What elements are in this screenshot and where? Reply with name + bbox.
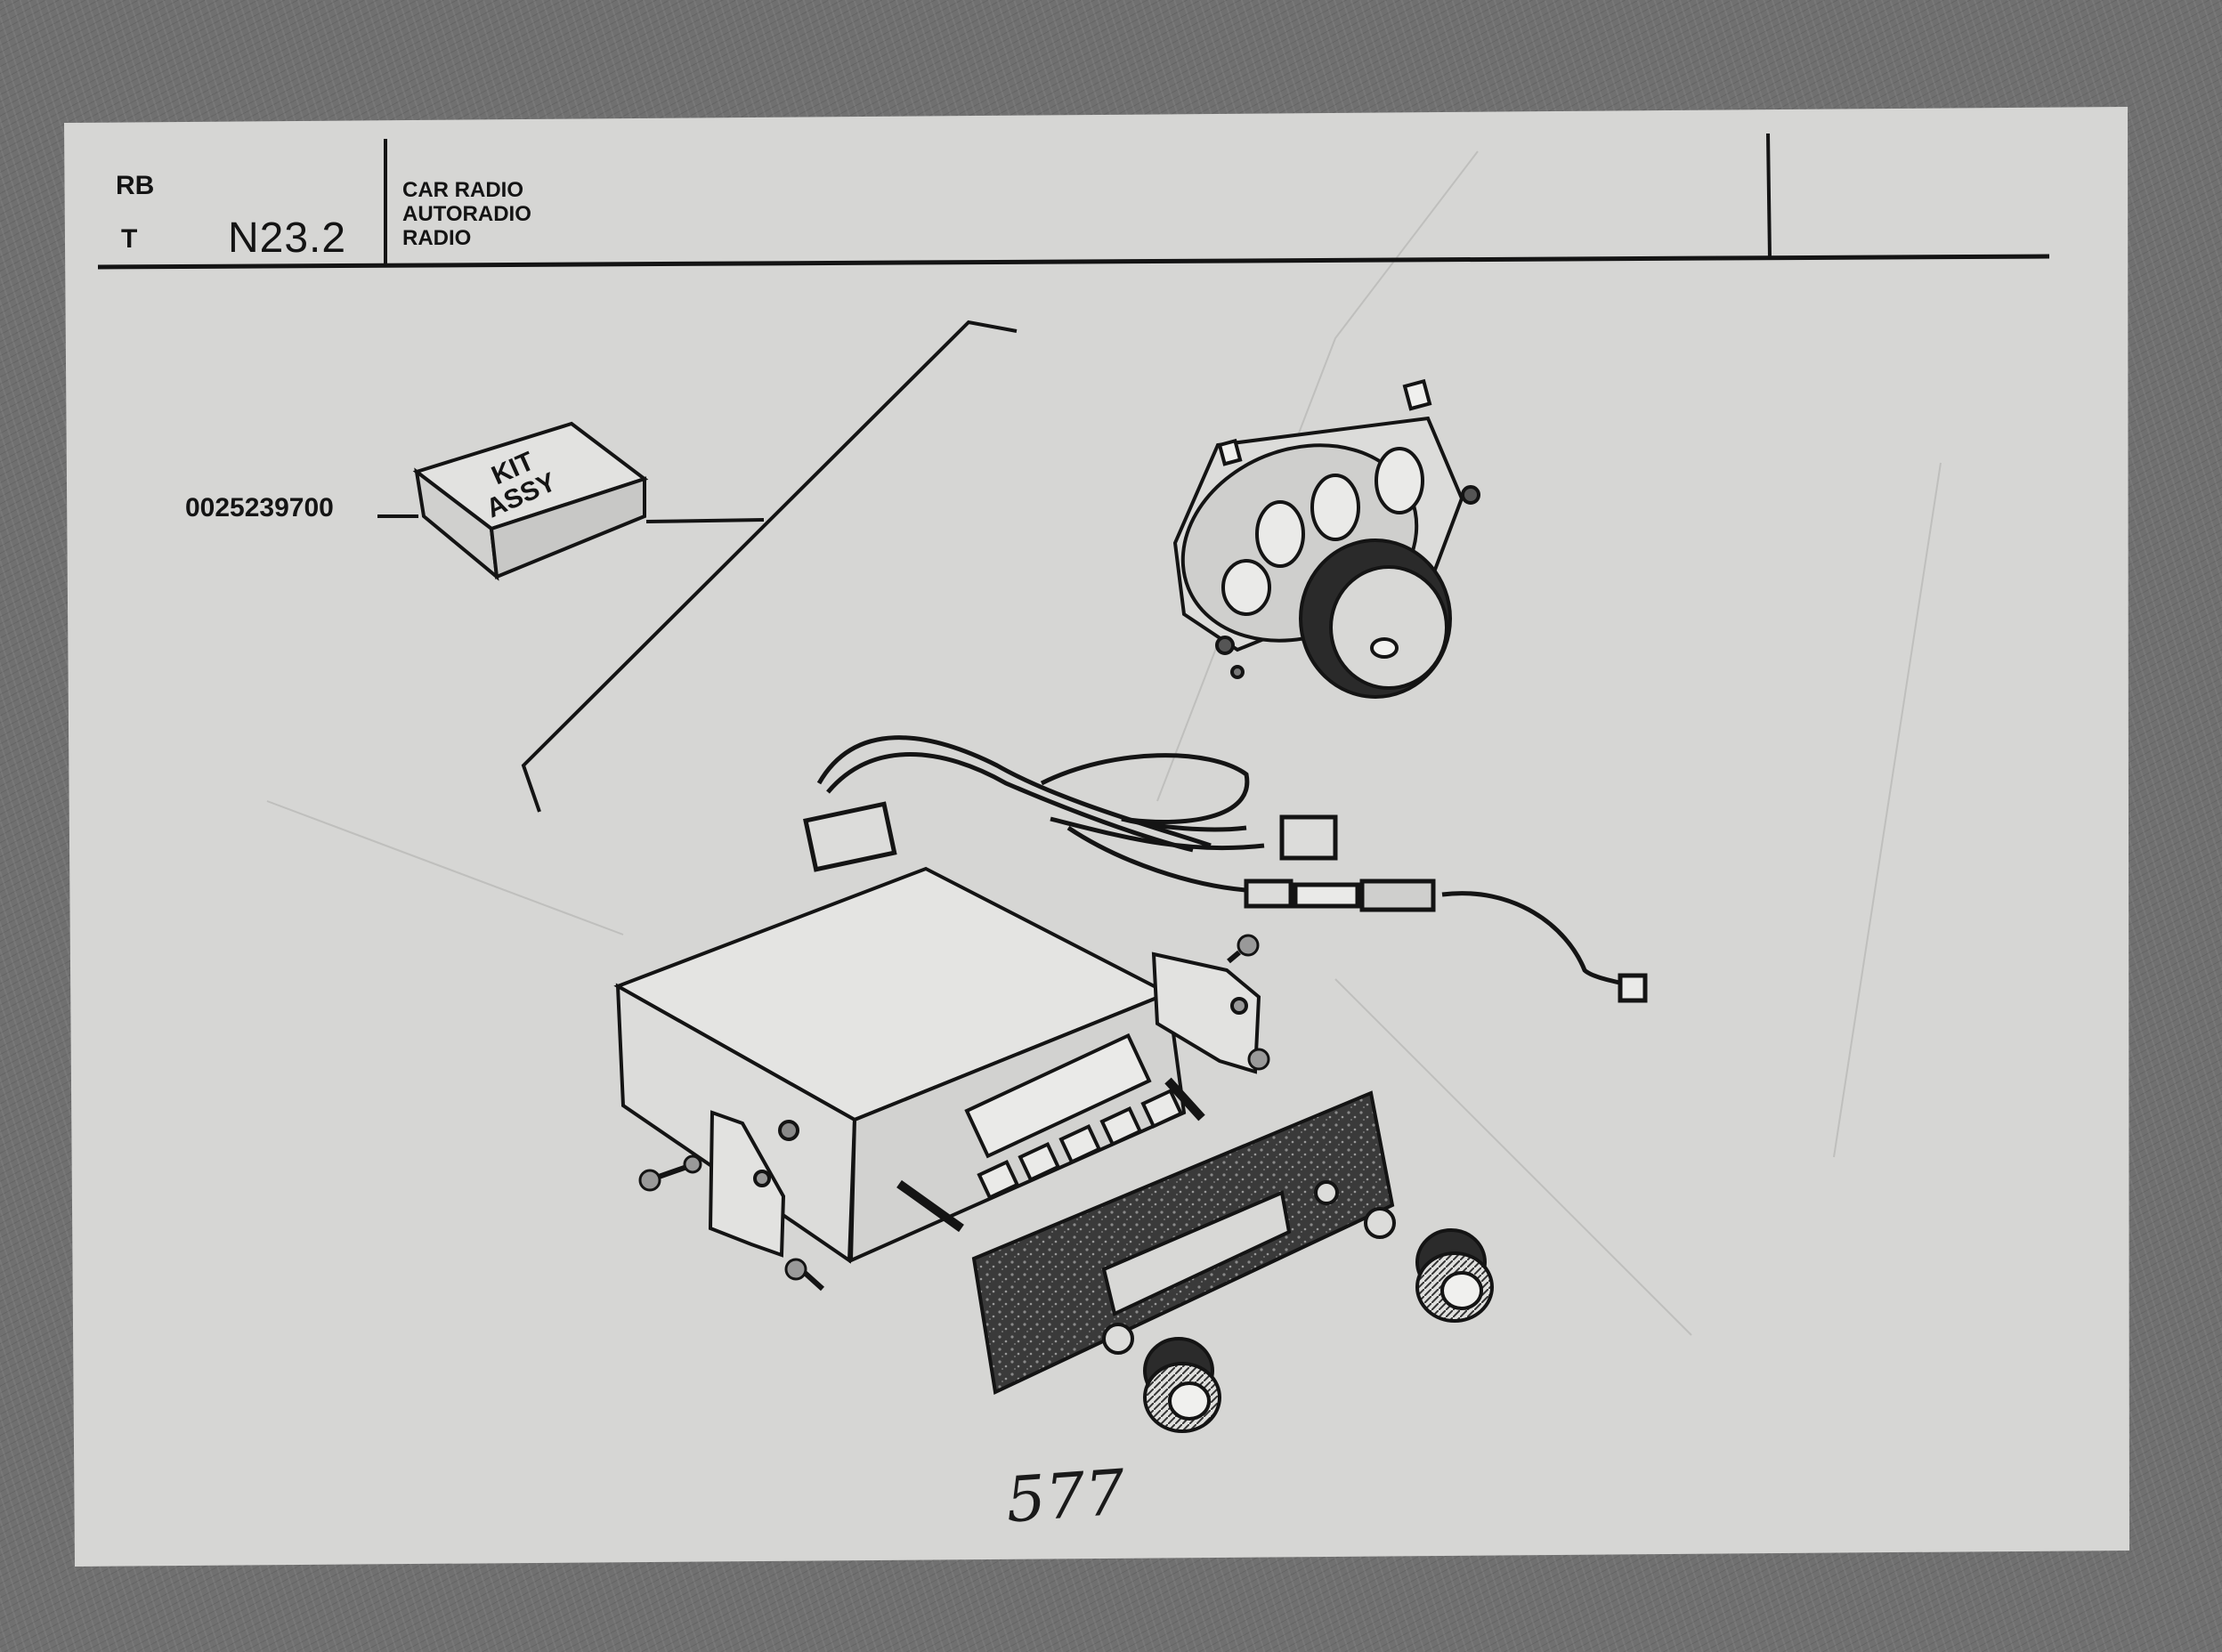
tuning-knobs (1143, 1228, 1494, 1433)
speaker-assembly (1172, 378, 1480, 699)
leader-lines (377, 320, 1018, 813)
kit-part-number: 0025239700 (185, 493, 334, 522)
title-car-radio: CAR RADIO (402, 178, 523, 202)
section-titles: CAR RADIO AUTORADIO RADIO (402, 178, 531, 250)
trim-bezel (971, 1090, 1396, 1395)
kit-assy-box: KIT ASSY (412, 421, 649, 581)
screws (638, 934, 1270, 1292)
handwritten-note: 577 (1003, 1455, 1128, 1537)
wiring-harness (803, 735, 1648, 1003)
paper-sheet (64, 107, 2129, 1567)
title-autoradio: AUTORADIO (402, 202, 531, 226)
header-rules (97, 133, 2050, 270)
title-radio: RADIO (402, 226, 472, 250)
mounting-brackets (708, 952, 1261, 1258)
code-t: T (121, 224, 138, 254)
radio-unit (613, 866, 1205, 1264)
code-rb: RB (116, 171, 155, 200)
page-number: N23.2 (228, 215, 347, 262)
